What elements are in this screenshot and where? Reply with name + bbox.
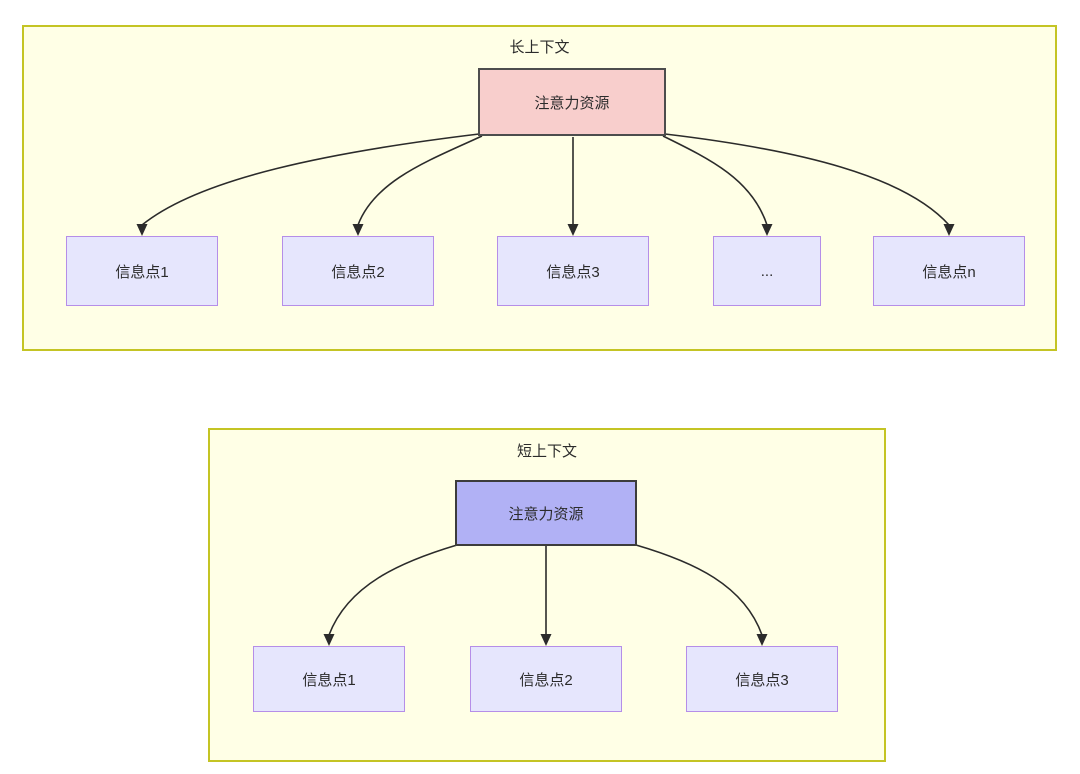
node-info-point-short-1[interactable]: 信息点1 — [253, 646, 405, 712]
node-info-point-long-ellipsis[interactable]: ... — [713, 236, 821, 306]
node-info-point-short-3[interactable]: 信息点3 — [686, 646, 838, 712]
node-attention-resource-short[interactable]: 注意力资源 — [455, 480, 637, 546]
node-info-point-short-2[interactable]: 信息点2 — [470, 646, 622, 712]
node-info-point-long-n[interactable]: 信息点n — [873, 236, 1025, 306]
node-attention-resource-long[interactable]: 注意力资源 — [478, 68, 666, 136]
node-info-point-long-1[interactable]: 信息点1 — [66, 236, 218, 306]
node-info-point-long-3[interactable]: 信息点3 — [497, 236, 649, 306]
panel-short-context-title: 短上下文 — [516, 443, 577, 460]
node-info-point-long-2[interactable]: 信息点2 — [282, 236, 434, 306]
panel-long-context-title: 长上下文 — [509, 39, 570, 56]
